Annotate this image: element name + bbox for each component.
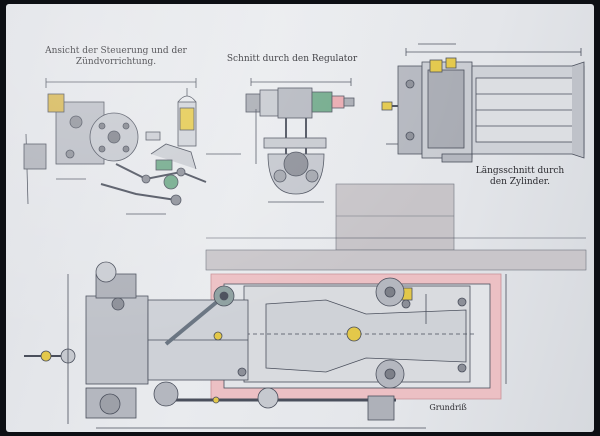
cylinder-long-section [381,43,585,163]
label-long-section: Längsschnitt durch den Zylinder. [475,166,565,187]
middle-panels [205,183,587,271]
label-plan: Grundriß [429,403,467,412]
engine-drawing [23,43,587,429]
plan-view [24,261,507,429]
regulator-section [245,78,355,203]
label-regulator: Schnitt durch den Regulator [226,54,358,64]
control-ignition-view [23,78,241,215]
label-control-ignition: Ansicht der Steuerung und der Zündvorric… [45,46,187,67]
drawing-sheet: Ansicht der Steuerung und der Zündvorric… [6,4,594,432]
